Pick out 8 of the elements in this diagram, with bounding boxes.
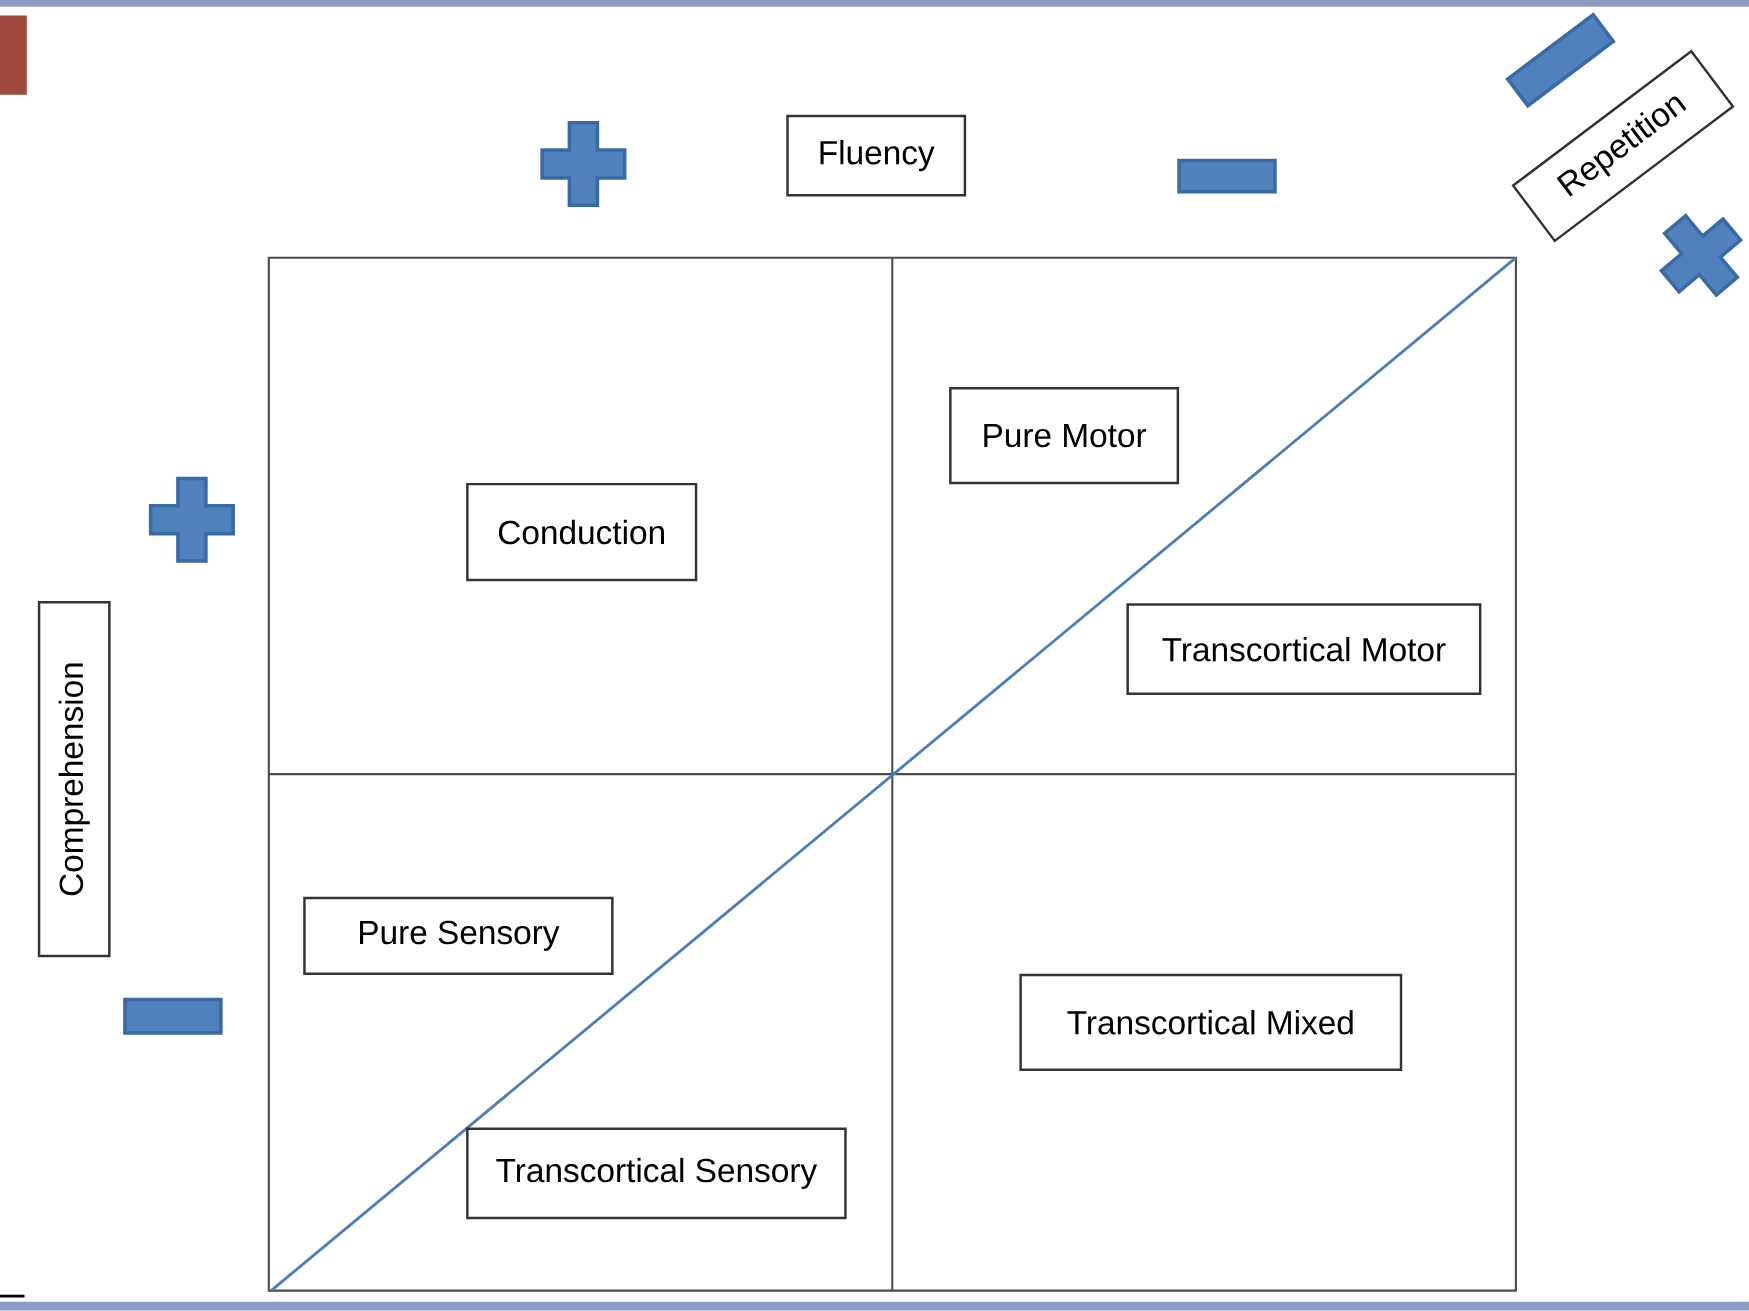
label-box: Transcortical Mixed (1019, 973, 1403, 1071)
label-box: Pure Motor (949, 386, 1180, 485)
label-box: Conduction (466, 482, 698, 582)
label-box: Transcortical Motor (1126, 603, 1482, 696)
label-box: Pure Sensory (303, 896, 614, 975)
label-box: Comprehension (37, 601, 111, 958)
label-box: Fluency (786, 114, 967, 197)
label-box: Transcortical Sensory (466, 1127, 847, 1220)
